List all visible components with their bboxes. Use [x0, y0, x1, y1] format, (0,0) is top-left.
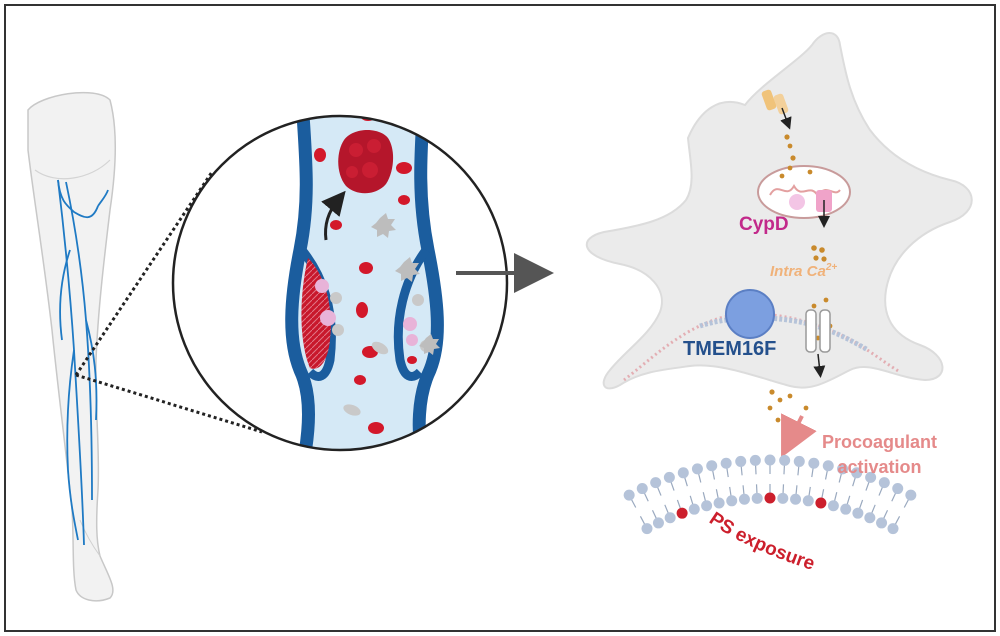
lipid-head-outer — [851, 467, 863, 479]
lipid-head-outer — [764, 454, 776, 466]
lipid-head-inner — [852, 507, 864, 519]
lipid-head-inner — [664, 512, 676, 524]
lipid-head-inner — [840, 503, 852, 515]
lipid-head-inner — [876, 517, 888, 529]
platelet-cell — [585, 32, 973, 423]
lipid-head-outer — [779, 454, 791, 466]
ps-lipid-head — [815, 497, 827, 509]
calcium-ions — [767, 134, 833, 423]
activation-arrow — [781, 413, 817, 458]
procoagulant-line1: Procoagulant — [822, 432, 938, 452]
lipid-head-inner — [713, 497, 725, 509]
lipid-head-outer — [749, 454, 761, 466]
intra-calcium-text: Intra Ca — [770, 263, 826, 280]
lipid-head-inner — [790, 493, 802, 505]
thrombus — [338, 129, 394, 194]
lipid-head-inner — [726, 495, 738, 507]
lipid-head-outer — [650, 477, 662, 489]
tmem16f-scramblase — [725, 289, 775, 339]
lipid-head-inner — [864, 512, 876, 524]
lipid-head-inner — [802, 495, 814, 507]
lipid-head-outer — [837, 463, 849, 475]
lipid-head-inner — [827, 500, 839, 512]
lipid-head-inner — [738, 493, 750, 505]
leg-veins — [57, 179, 109, 546]
lipid-head-outer — [691, 463, 703, 475]
embolus-arrow — [321, 190, 346, 241]
calcium-channel — [761, 89, 792, 130]
lipid-head-outer — [808, 457, 820, 469]
thrombus-left-pocket — [301, 258, 344, 369]
ps-lipid-head — [676, 507, 688, 519]
calcium-charge: 2+ — [825, 262, 838, 273]
tmem16f-label: TMEM16F — [683, 338, 777, 360]
lipid-head-inner — [641, 523, 653, 535]
lipid-head-outer — [878, 477, 890, 489]
lipid-head-outer — [720, 457, 732, 469]
lipid-head-outer — [735, 455, 747, 467]
lipid-head-inner — [887, 523, 899, 535]
zoom-circle — [171, 114, 509, 452]
lipid-head-outer — [706, 460, 718, 472]
lipid-head-outer — [822, 460, 834, 472]
lipid-head-outer — [677, 467, 689, 479]
lipid-head-outer — [793, 455, 805, 467]
leg-illustration — [27, 91, 117, 602]
lipid-head-outer — [905, 489, 917, 501]
ps-lipid-head — [764, 492, 776, 504]
vessel-wall-left — [285, 116, 315, 450]
membrane-channel — [805, 309, 831, 378]
lipid-head-outer — [636, 483, 648, 495]
lipid-head-inner — [652, 517, 664, 529]
lipid-head-inner — [751, 492, 763, 504]
cypd-label: CypD — [739, 214, 789, 235]
lipid-head-inner — [777, 492, 789, 504]
lipid-head-outer — [892, 483, 904, 495]
intra-calcium-label: Intra Ca2+ — [770, 262, 837, 280]
zoom-lines — [74, 171, 263, 434]
procoagulant-line2: activation — [837, 457, 922, 477]
mitochondrion — [757, 165, 851, 228]
lipid-head-outer — [623, 489, 635, 501]
lipid-head-outer — [865, 471, 877, 483]
lipid-head-inner — [701, 500, 713, 512]
lipid-head-inner — [688, 503, 700, 515]
lipid-head-outer — [663, 471, 675, 483]
procoagulant-activation-label: Procoagulant activation — [822, 430, 937, 480]
membrane-bilayer — [623, 454, 917, 535]
platelets — [343, 213, 440, 416]
vessel-wall-right — [412, 116, 444, 450]
